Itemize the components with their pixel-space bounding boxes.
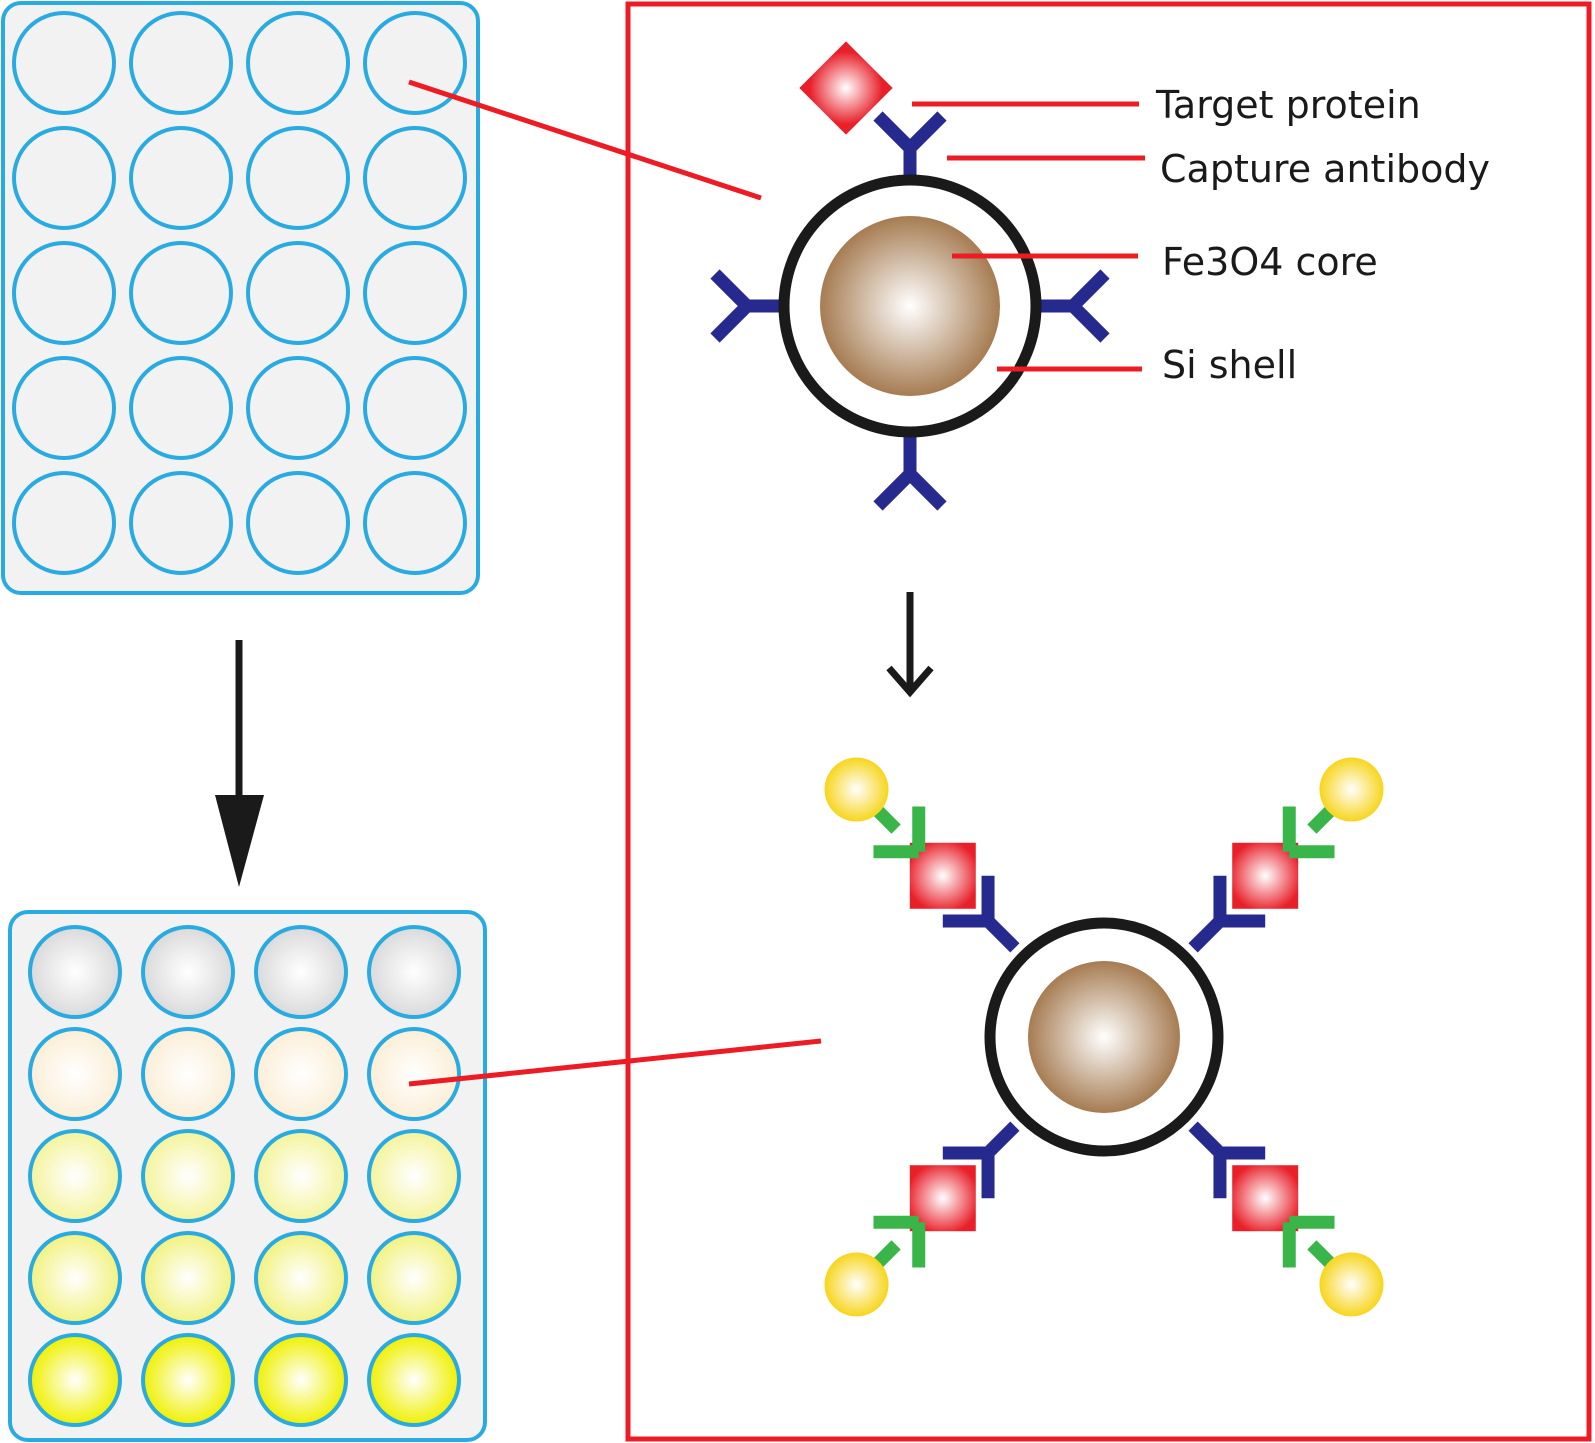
- sandwich-arm: [1188, 1121, 1384, 1317]
- well: [28, 1333, 122, 1427]
- well: [367, 1129, 461, 1223]
- well: [246, 356, 350, 460]
- callout-line-bottom: [408, 1038, 822, 1087]
- well: [141, 1333, 235, 1427]
- well: [12, 126, 116, 230]
- well: [129, 11, 233, 115]
- detail-frame: [625, 1, 1592, 1442]
- well: [367, 1027, 461, 1121]
- well: [363, 126, 467, 230]
- well: [363, 356, 467, 460]
- well: [246, 11, 350, 115]
- well: [141, 1027, 235, 1121]
- down-arrow-icon: [886, 592, 934, 698]
- well: [141, 1129, 235, 1223]
- top-plate-wells: [12, 11, 467, 575]
- fe3o4-core: [1028, 961, 1180, 1113]
- well: [12, 11, 116, 115]
- well: [12, 356, 116, 460]
- well: [246, 471, 350, 575]
- bottom-plate-wells: [28, 925, 461, 1427]
- well: [363, 471, 467, 575]
- bottom-well-plate: [8, 910, 487, 1442]
- well: [254, 1333, 348, 1427]
- well: [141, 925, 235, 1019]
- capture-nanoparticle: [710, 41, 1110, 511]
- well: [246, 126, 350, 230]
- well: [367, 1231, 461, 1325]
- well: [12, 471, 116, 575]
- fe3o4-core: [820, 216, 1000, 396]
- well: [129, 126, 233, 230]
- well: [141, 1231, 235, 1325]
- well: [12, 241, 116, 345]
- well: [28, 1027, 122, 1121]
- well: [254, 1027, 348, 1121]
- capture-antibody-icon: [1035, 269, 1110, 343]
- well: [246, 241, 350, 345]
- callout-line-top: [408, 79, 762, 201]
- plate-body: [8, 910, 487, 1442]
- well: [254, 1129, 348, 1223]
- well: [367, 925, 461, 1019]
- well: [254, 1231, 348, 1325]
- capture-antibody-icon: [873, 436, 947, 511]
- label-target-protein: Target protein: [1155, 83, 1421, 127]
- label-capture-antibody: Capture antibody: [1160, 147, 1490, 191]
- capture-antibody-icon: [710, 269, 785, 343]
- sandwich-arm: [1188, 757, 1384, 953]
- well: [254, 925, 348, 1019]
- sandwich-nanoparticle: [824, 757, 1384, 1317]
- well: [363, 241, 467, 345]
- label-shell: Si shell: [1162, 343, 1297, 387]
- well: [129, 356, 233, 460]
- well: [367, 1333, 461, 1427]
- well: [28, 1231, 122, 1325]
- well: [129, 471, 233, 575]
- down-arrow-icon: [215, 640, 264, 887]
- well: [129, 241, 233, 345]
- label-core: Fe3O4 core: [1162, 240, 1378, 284]
- well: [28, 925, 122, 1019]
- plate-body: [1, 1, 480, 595]
- sandwich-arm: [824, 1121, 1020, 1317]
- well: [363, 11, 467, 115]
- top-well-plate: [1, 1, 480, 595]
- sandwich-arm: [824, 757, 1020, 953]
- well: [28, 1129, 122, 1223]
